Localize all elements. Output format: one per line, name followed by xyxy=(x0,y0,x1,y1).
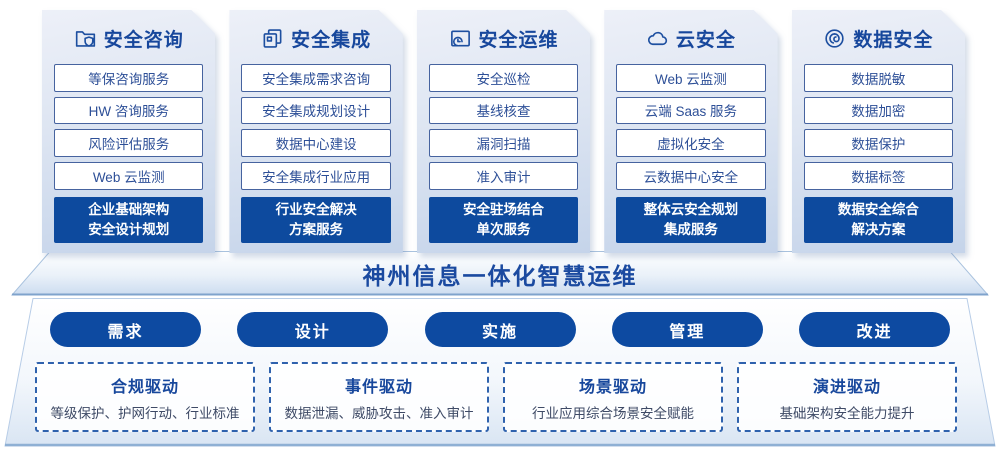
column-title: 安全集成 xyxy=(291,29,372,51)
service-item: 基线核查 xyxy=(429,97,578,125)
solution-highlight: 行业安全解决 方案服务 xyxy=(241,197,390,244)
banner-trapezoid xyxy=(10,251,990,296)
service-item: 安全巡检 xyxy=(429,64,578,92)
service-item: Web 云监测 xyxy=(616,64,765,92)
driver-compliance: 合规驱动 等级保护、护网行动、行业标准 xyxy=(35,362,255,432)
driver-evolution: 演进驱动 基础架构安全能力提升 xyxy=(737,362,957,432)
column-data-security: 数据安全 数据脱敏 数据加密 数据保护 数据标签 数据安全综合 解决方案 xyxy=(792,10,965,253)
solution-highlight: 数据安全综合 解决方案 xyxy=(804,197,953,244)
service-item: 数据中心建设 xyxy=(241,129,390,157)
service-item: 云数据中心安全 xyxy=(616,162,765,190)
column-title: 安全咨询 xyxy=(103,29,184,51)
service-item: Web 云监测 xyxy=(54,162,203,190)
copy-docs-icon xyxy=(261,27,284,50)
column-title: 安全运维 xyxy=(478,29,559,51)
driver-title: 场景驱动 xyxy=(578,378,647,396)
column-title: 数据安全 xyxy=(853,29,934,51)
driver-desc: 基础架构安全能力提升 xyxy=(779,405,915,421)
pill-requirement: 需求 xyxy=(50,312,201,347)
pill-improvement: 改进 xyxy=(799,312,950,347)
service-item: 云端 Saas 服务 xyxy=(616,97,765,125)
column-security-integration: 安全集成 安全集成需求咨询 安全集成规划设计 数据中心建设 安全集成行业应用 行… xyxy=(229,10,402,253)
service-item: 数据标签 xyxy=(804,162,953,190)
folder-shield-icon xyxy=(74,27,97,50)
process-pills: 需求 设计 实施 管理 改进 xyxy=(50,312,950,347)
solution-highlight: 整体云安全规划 集成服务 xyxy=(616,197,765,244)
service-item: 数据保护 xyxy=(804,129,953,157)
pill-management: 管理 xyxy=(611,312,763,347)
service-item: 等保咨询服务 xyxy=(54,64,203,92)
folder-clock-icon xyxy=(449,27,472,50)
column-cloud-security: 云安全 Web 云监测 云端 Saas 服务 虚拟化安全 云数据中心安全 整体云… xyxy=(604,10,777,253)
cloud-icon xyxy=(646,27,669,50)
service-item: 安全集成需求咨询 xyxy=(241,64,390,92)
service-item: 虚拟化安全 xyxy=(616,129,765,157)
solution-highlight: 安全驻场结合 单次服务 xyxy=(429,197,578,244)
service-item: 漏洞扫描 xyxy=(429,129,578,157)
pill-design: 设计 xyxy=(237,312,389,347)
driver-title: 演进驱动 xyxy=(812,378,881,396)
driver-desc: 行业应用综合场景安全赋能 xyxy=(532,405,694,421)
driver-scenario: 场景驱动 行业应用综合场景安全赋能 xyxy=(503,362,723,432)
service-columns: 安全咨询 等保咨询服务 HW 咨询服务 风险评估服务 Web 云监测 企业基础架… xyxy=(42,10,965,253)
fingerprint-icon xyxy=(823,27,846,50)
service-item: 数据脱敏 xyxy=(804,64,953,92)
service-item: 数据加密 xyxy=(804,97,953,125)
service-item: 安全集成规划设计 xyxy=(241,97,390,125)
pill-implementation: 实施 xyxy=(424,312,576,347)
service-item: 风险评估服务 xyxy=(54,129,203,157)
driver-title: 事件驱动 xyxy=(344,378,413,396)
solution-highlight: 企业基础架构 安全设计规划 xyxy=(54,197,203,244)
service-item: 准入审计 xyxy=(429,162,578,190)
driver-desc: 等级保护、护网行动、行业标准 xyxy=(50,405,240,421)
driver-incident: 事件驱动 数据泄漏、威胁攻击、准入审计 xyxy=(269,362,489,432)
banner-title: 神州信息一体化智慧运维 xyxy=(362,262,638,289)
driver-desc: 数据泄漏、威胁攻击、准入审计 xyxy=(284,405,474,421)
driver-boxes: 合规驱动 等级保护、护网行动、行业标准 事件驱动 数据泄漏、威胁攻击、准入审计 … xyxy=(35,362,957,432)
service-item: HW 咨询服务 xyxy=(54,97,203,125)
column-security-operations: 安全运维 安全巡检 基线核查 漏洞扫描 准入审计 安全驻场结合 单次服务 xyxy=(417,10,590,253)
driver-title: 合规驱动 xyxy=(110,378,179,396)
column-title: 云安全 xyxy=(675,29,736,51)
service-item: 安全集成行业应用 xyxy=(241,162,390,190)
column-security-consulting: 安全咨询 等保咨询服务 HW 咨询服务 风险评估服务 Web 云监测 企业基础架… xyxy=(42,10,215,253)
